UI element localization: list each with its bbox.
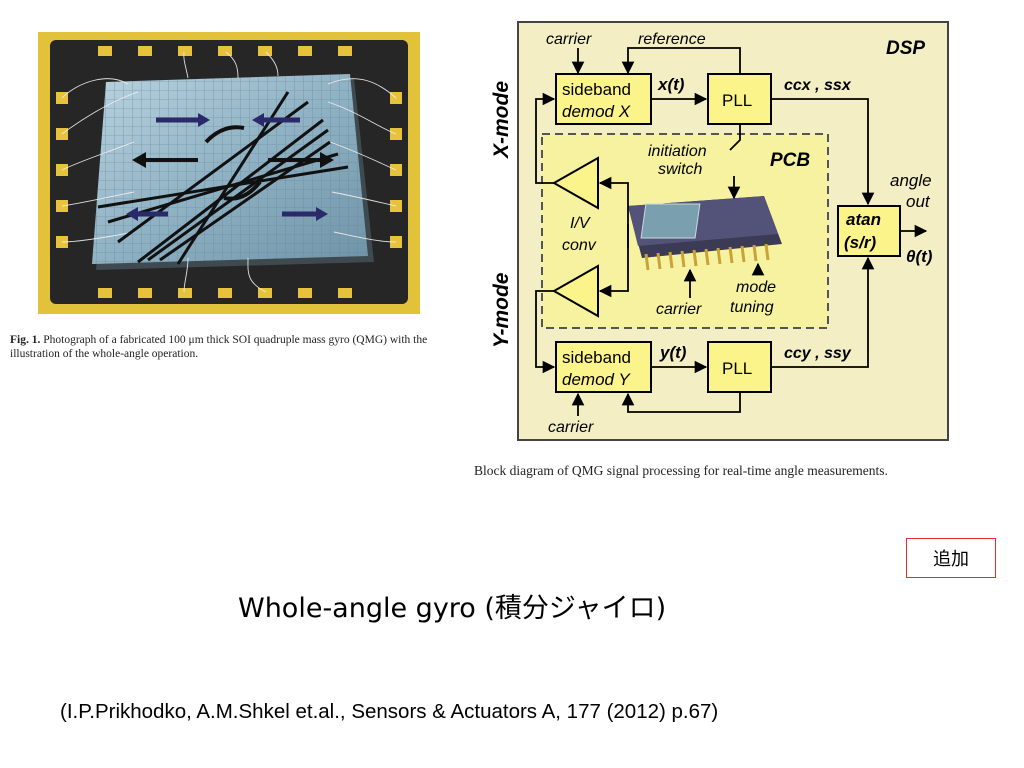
block-diagram-caption: Block diagram of QMG signal processing f… [474, 463, 888, 478]
atan-line2: (s/r) [844, 233, 876, 252]
iv-converter-x [551, 156, 599, 210]
iv-line1: I/V [570, 215, 591, 232]
angle-out-line2: out [906, 192, 931, 211]
added-badge: 追加 [906, 538, 996, 578]
sideband-x-line1: sideband [562, 80, 631, 99]
ccx-ssx-label: ccx , ssx [784, 77, 852, 94]
figure1-caption: Fig. 1. Photograph of a fabricated 100 μ… [10, 333, 460, 361]
top-carrier-label: carrier [546, 31, 592, 48]
dsp-label: DSP [886, 38, 925, 59]
motion-arrows [126, 113, 334, 221]
signal-wires [535, 47, 928, 416]
iv-line2: conv [562, 237, 597, 254]
sideband-y-line2: demod Y [562, 370, 631, 389]
iv-converter-y [551, 264, 599, 318]
pcb-carrier-label: carrier [656, 301, 702, 318]
pll-y-label: PLL [722, 359, 752, 378]
bond-wires [61, 51, 397, 293]
qmg-block-diagram: DSP X-mode Y-mode PCB carrier reference … [490, 21, 949, 441]
mode-tuning-line1: mode [736, 279, 776, 296]
sideband-x-line2: demod X [562, 102, 631, 121]
pcb-chip-icon [628, 196, 782, 271]
reference-label: reference [638, 31, 706, 48]
theta-label: θ(t) [906, 247, 933, 266]
x-mode-label: X-mode [490, 81, 513, 159]
initiation-line2: switch [658, 161, 703, 178]
sideband-demod-x-block [555, 73, 652, 125]
y-signal-label: y(t) [659, 343, 687, 362]
figure1-label: Fig. 1. [10, 334, 41, 346]
ccy-ssy-label: ccy , ssy [784, 345, 852, 362]
angle-lines [97, 91, 349, 265]
atan-line1: atan [846, 210, 881, 229]
mode-tuning-line2: tuning [730, 299, 774, 316]
pll-x-block [707, 73, 772, 125]
bottom-carrier-label: carrier [548, 419, 594, 436]
gyro-photograph [38, 32, 420, 314]
pll-x-label: PLL [722, 91, 752, 110]
y-mode-label: Y-mode [490, 272, 513, 348]
sideband-y-line1: sideband [562, 348, 631, 367]
pcb-label: PCB [770, 150, 810, 171]
citation: (I.P.Prikhodko, A.M.Shkel et.al., Sensor… [60, 700, 719, 723]
initiation-line1: initiation [648, 143, 707, 160]
x-signal-label: x(t) [657, 75, 685, 94]
slide-title: Whole-angle gyro (積分ジャイロ) [238, 593, 667, 624]
angle-out-line1: angle [890, 171, 932, 190]
figure1-text: Photograph of a fabricated 100 μm thick … [10, 334, 428, 360]
